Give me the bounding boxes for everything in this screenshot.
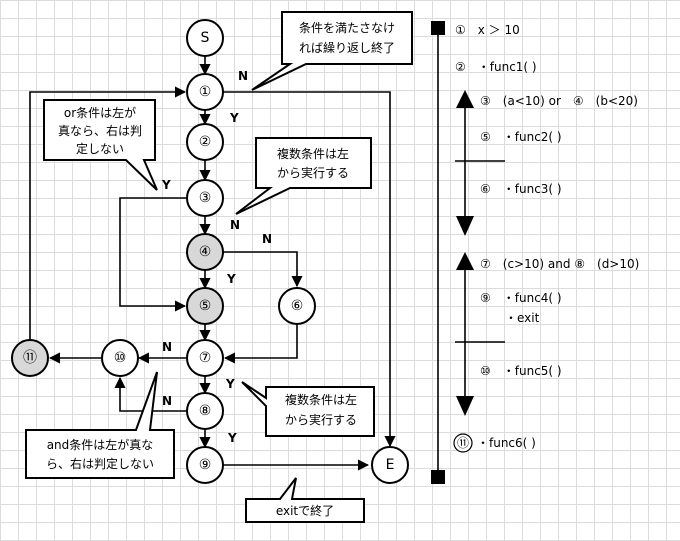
node-5: ⑤ — [186, 287, 224, 325]
node-6: ⑥ — [278, 287, 316, 325]
node-1: ① — [186, 73, 224, 111]
callout-loop-condition: 条件を満たさなけ れば繰り返し終了 — [251, 11, 413, 91]
node-end-label: E — [386, 457, 395, 473]
nodes: S ① ② ③ ④ ⑤ ⑥ ⑦ — [11, 19, 409, 484]
edge-8-10-no — [114, 376, 187, 412]
code-line-9-exit: ・exit — [505, 311, 540, 325]
code-line-1: ① x ＞ 10 — [455, 23, 520, 37]
callout-compound2-line-2: から実行する — [285, 412, 357, 427]
node-3-label: ③ — [199, 190, 212, 206]
callout-compound-left-first-1: 複数条件は左 から実行する — [235, 137, 372, 215]
node-7-label: ⑦ — [199, 350, 212, 366]
code-line-7: ⑦ (c>10) and ⑧ (d>10) — [480, 257, 639, 271]
node-end: E — [371, 446, 409, 484]
node-5-label: ⑤ — [199, 298, 212, 314]
node-10: ⑩ — [101, 339, 139, 377]
edge-6-7 — [223, 324, 298, 364]
edge-1-E-no — [223, 91, 396, 448]
callout-or-condition: or条件は左が 真なら、右は判 定しない — [43, 99, 158, 191]
node-9: ⑨ — [186, 446, 224, 484]
callout-compound1-line-2: から実行する — [277, 165, 349, 180]
and-bracket-up-arrow — [456, 252, 474, 270]
node-start: S — [186, 19, 224, 57]
node-8: ⑧ — [186, 392, 224, 430]
callout-loop-line-1: 条件を満たさなけ — [299, 21, 395, 35]
callout-and-line-1: and条件は左が真な — [47, 437, 154, 452]
callout-or-line-2: 真なら、右は判 — [58, 123, 142, 138]
callout-and-line-2: ら、右は判定しない — [46, 456, 154, 471]
code-line-5: ⑤ ・func2( ) — [480, 130, 562, 144]
label-1-no: N — [238, 69, 248, 83]
node-4: ④ — [186, 233, 224, 271]
edge-11-1-loop — [29, 86, 187, 340]
callout-or-line-3: 定しない — [76, 141, 124, 156]
label-7-yes: Y — [225, 377, 235, 391]
or-bracket-down-arrow — [456, 216, 474, 236]
node-11-label: ⑪ — [23, 350, 37, 366]
edge-3-5-yes — [119, 197, 187, 312]
listing-bottom-marker — [431, 470, 445, 484]
callout-compound1-line-1: 複数条件は左 — [277, 146, 349, 161]
callout-exit-line-1: exitで終了 — [276, 503, 334, 518]
listing-top-marker — [431, 21, 445, 35]
callout-compound-left-first-2: 複数条件は左 から実行する — [241, 381, 375, 437]
node-start-label: S — [201, 30, 210, 46]
label-7-no: N — [162, 340, 172, 354]
node-2: ② — [186, 123, 224, 161]
or-bracket-up-arrow — [456, 90, 474, 108]
code-line-10: ⑩ ・func5( ) — [480, 364, 562, 378]
callout-or-line-1: or条件は左が — [64, 105, 136, 120]
label-4-yes: Y — [226, 272, 236, 286]
callout-loop-line-2: れば繰り返し終了 — [299, 40, 395, 55]
node-8-label: ⑧ — [199, 403, 212, 419]
code-line-2: ② ・func1( ) — [455, 60, 537, 74]
and-bracket-down-arrow — [456, 396, 474, 416]
code-line-3: ③ (a<10) or ④ (b<20) — [480, 94, 638, 108]
label-4-no: N — [262, 232, 272, 246]
node-10-label: ⑩ — [114, 350, 127, 366]
node-4-label: ④ — [199, 244, 212, 260]
code-listing: ① x ＞ 10 ② ・func1( ) ③ (a<10) or ④ (b<20… — [431, 21, 639, 484]
label-8-no: N — [162, 394, 172, 408]
node-7: ⑦ — [186, 339, 224, 377]
label-3-no: N — [230, 218, 240, 232]
code-line-11-text: ・func6( ) — [477, 436, 536, 450]
code-line-11-number: ⑪ — [457, 436, 469, 450]
node-1-label: ① — [199, 84, 212, 100]
label-1-yes: Y — [229, 111, 239, 125]
label-3-yes: Y — [161, 178, 171, 192]
node-6-label: ⑥ — [291, 298, 304, 314]
label-8-yes: Y — [227, 431, 237, 445]
node-11: ⑪ — [11, 339, 49, 377]
edges — [29, 56, 396, 471]
code-line-11: ⑪ ・func6( ) — [453, 433, 536, 453]
callout-compound2-line-1: 複数条件は左 — [285, 392, 357, 407]
node-3: ③ — [186, 179, 224, 217]
code-line-9: ⑨ ・func4( ) — [480, 291, 562, 305]
node-2-label: ② — [199, 134, 212, 150]
edge-labels: N Y Y N N Y N Y N Y — [161, 69, 272, 445]
callout-exit-note: exitで終了 — [245, 477, 365, 523]
node-9-label: ⑨ — [199, 457, 212, 473]
code-line-6: ⑥ ・func3( ) — [480, 182, 562, 196]
callout-and-condition: and条件は左が真な ら、右は判定しない — [25, 371, 175, 479]
edge-4-6-no — [223, 251, 303, 288]
